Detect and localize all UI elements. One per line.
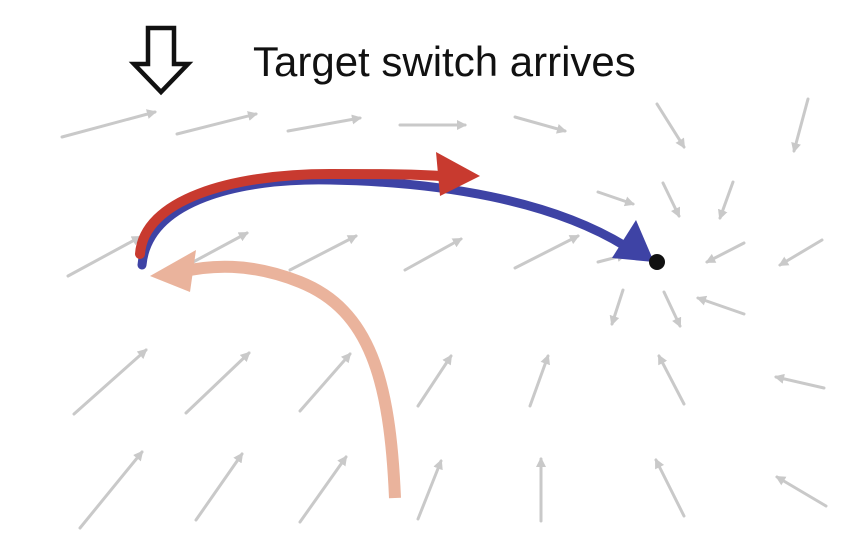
field-arrow [778, 238, 824, 267]
field-arrow [288, 234, 358, 272]
field-arrow [78, 450, 144, 530]
field-arrow [696, 295, 746, 316]
field-arrow [66, 235, 142, 278]
field-arrow [194, 452, 244, 522]
field-arrow [416, 354, 453, 408]
field-arrow [286, 114, 362, 133]
new-trajectory-blue-arrow [137, 175, 654, 270]
field-arrow [774, 373, 826, 390]
field-arrow [657, 354, 686, 406]
field-arrow [775, 475, 828, 508]
old-trajectory-arrow [150, 250, 401, 499]
field-arrow [72, 348, 148, 416]
new-trajectory-red-arrow [135, 152, 480, 259]
field-arrow [661, 181, 681, 218]
field-arrow [175, 111, 258, 136]
field-arrow [655, 102, 686, 149]
field-arrow [596, 190, 635, 207]
field-arrow [791, 97, 810, 153]
field-arrow [403, 237, 463, 272]
target-dot-icon [649, 254, 665, 270]
field-arrow [718, 180, 735, 220]
field-arrow [528, 354, 550, 408]
field-arrow [416, 459, 443, 521]
field-arrow [654, 458, 686, 518]
field-arrow [705, 241, 746, 264]
field-arrow [298, 455, 348, 524]
field-arrow [184, 351, 251, 415]
field-arrow [513, 115, 567, 134]
diagram-title: Target switch arrives [253, 38, 636, 85]
field-arrow [513, 234, 580, 270]
down-arrow-outline-icon [128, 25, 194, 96]
field-arrow [60, 109, 157, 139]
field-arrow [609, 288, 625, 326]
field-arrow [662, 290, 682, 328]
field-arrow [298, 352, 352, 413]
